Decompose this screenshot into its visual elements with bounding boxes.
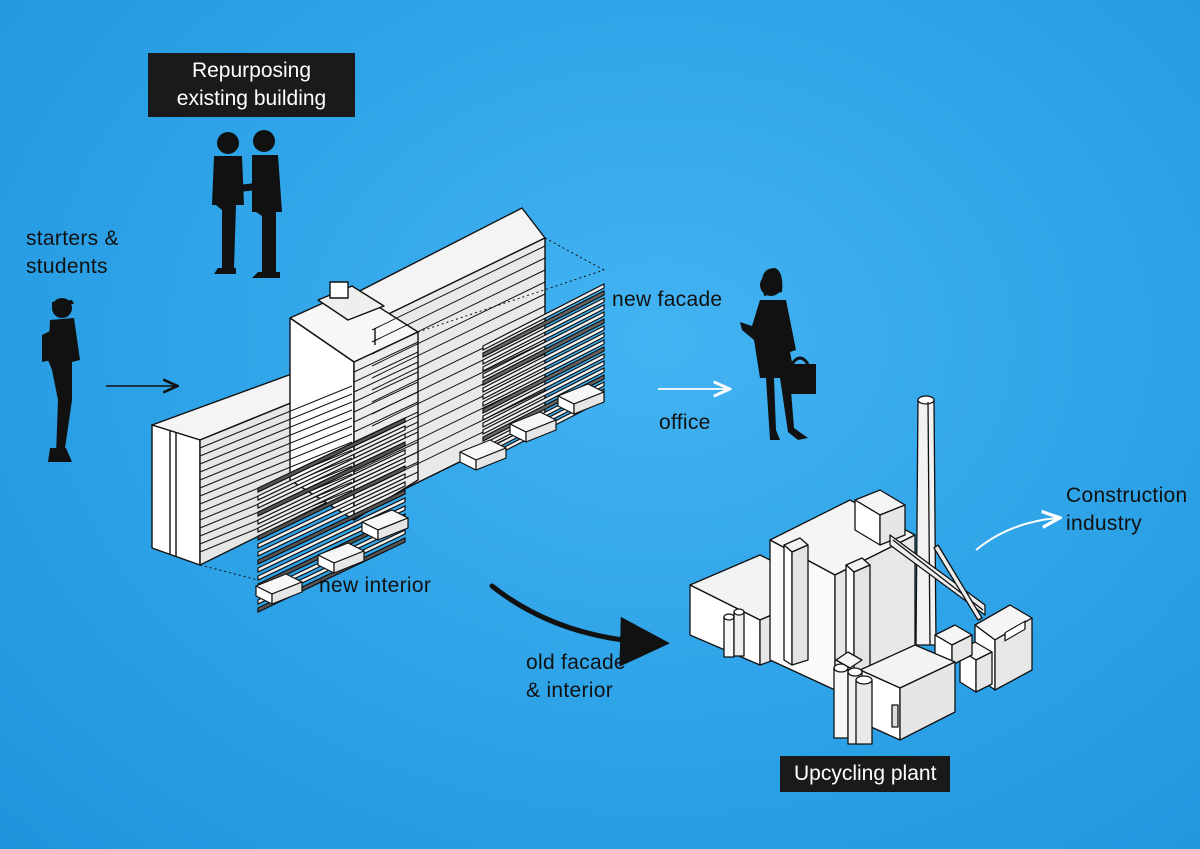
new-facade-strip	[482, 325, 605, 393]
student-icon	[42, 298, 80, 462]
facade-strip	[257, 425, 406, 501]
new-interior-blocks	[255, 383, 605, 605]
floor-line-left	[199, 441, 353, 505]
people-handshake-icon	[212, 130, 282, 278]
floor-line-right	[371, 305, 546, 391]
floor-line-right	[371, 245, 546, 331]
businesswoman-icon	[740, 268, 816, 440]
new-facade-strip	[482, 360, 605, 428]
facade-strip	[257, 473, 406, 549]
floor-line-tower	[353, 351, 419, 383]
floor-line-left	[199, 417, 353, 481]
facade-strip	[257, 433, 406, 509]
arrow-to-upcycling-plant	[489, 583, 670, 667]
floor-line-right	[371, 341, 546, 427]
new-facade-strip	[482, 304, 605, 372]
floor-line-tower	[353, 401, 419, 433]
floor-line-tower	[353, 381, 419, 413]
facade-strip	[257, 449, 406, 525]
building-floor-lines	[199, 245, 546, 553]
office-label: office	[659, 411, 711, 434]
new-facade-strip	[482, 353, 605, 421]
floor-line-left	[199, 425, 353, 489]
facade-strip	[257, 465, 406, 541]
facade-strip	[257, 497, 406, 573]
starters-students-label: starters & students	[26, 227, 119, 278]
floor-line-right	[371, 281, 546, 367]
new-interior-label: new interior	[319, 574, 432, 597]
floor-line-tower	[353, 341, 419, 373]
new-facade-strip	[482, 297, 605, 365]
interior-block-front	[377, 517, 409, 541]
floor-line-right	[371, 269, 546, 355]
floor-line-left	[199, 393, 353, 457]
new-facade-strip	[482, 367, 605, 435]
interior-block-front	[475, 447, 507, 471]
facade-strip	[257, 481, 406, 557]
floor-line-tower	[353, 441, 419, 473]
interior-block-front	[525, 419, 557, 443]
floor-line-left	[199, 385, 353, 449]
facade-strip	[257, 489, 406, 565]
facade-strip	[257, 417, 406, 493]
construction-industry-label: Construction industry	[1066, 484, 1188, 535]
floor-line-right	[371, 257, 546, 343]
new-facade-strip	[482, 311, 605, 379]
floor-line-left	[199, 409, 353, 473]
existing-building	[151, 207, 546, 566]
floor-line-tower	[353, 371, 419, 403]
new-facade-strip	[482, 339, 605, 407]
interior-block-front	[333, 550, 365, 574]
new-facade-strip	[482, 332, 605, 400]
interior-block-front	[271, 581, 303, 605]
facade-leader-lines	[199, 237, 605, 581]
new-facade-strip	[482, 290, 605, 358]
repurposing-label: Repurposing existing building	[148, 53, 355, 117]
floor-line-left	[199, 401, 353, 465]
floor-line-right	[371, 293, 546, 379]
upcycling-plant-label: Upcycling plant	[780, 756, 951, 792]
interior-block-front	[573, 391, 605, 415]
floor-line-left	[199, 433, 353, 497]
arrow-to-construction-industry	[975, 518, 1058, 551]
new-facade-strip	[482, 318, 605, 386]
upcycling-plant	[689, 395, 1033, 745]
old-facade-interior-label: old facade & interior	[526, 651, 626, 702]
facade-strip	[257, 457, 406, 533]
new-facade-label: new facade	[612, 288, 723, 311]
new-facade-strip	[482, 346, 605, 414]
floor-line-tower	[353, 361, 419, 393]
new-facade-strip	[482, 283, 605, 351]
facade-strip	[257, 441, 406, 517]
